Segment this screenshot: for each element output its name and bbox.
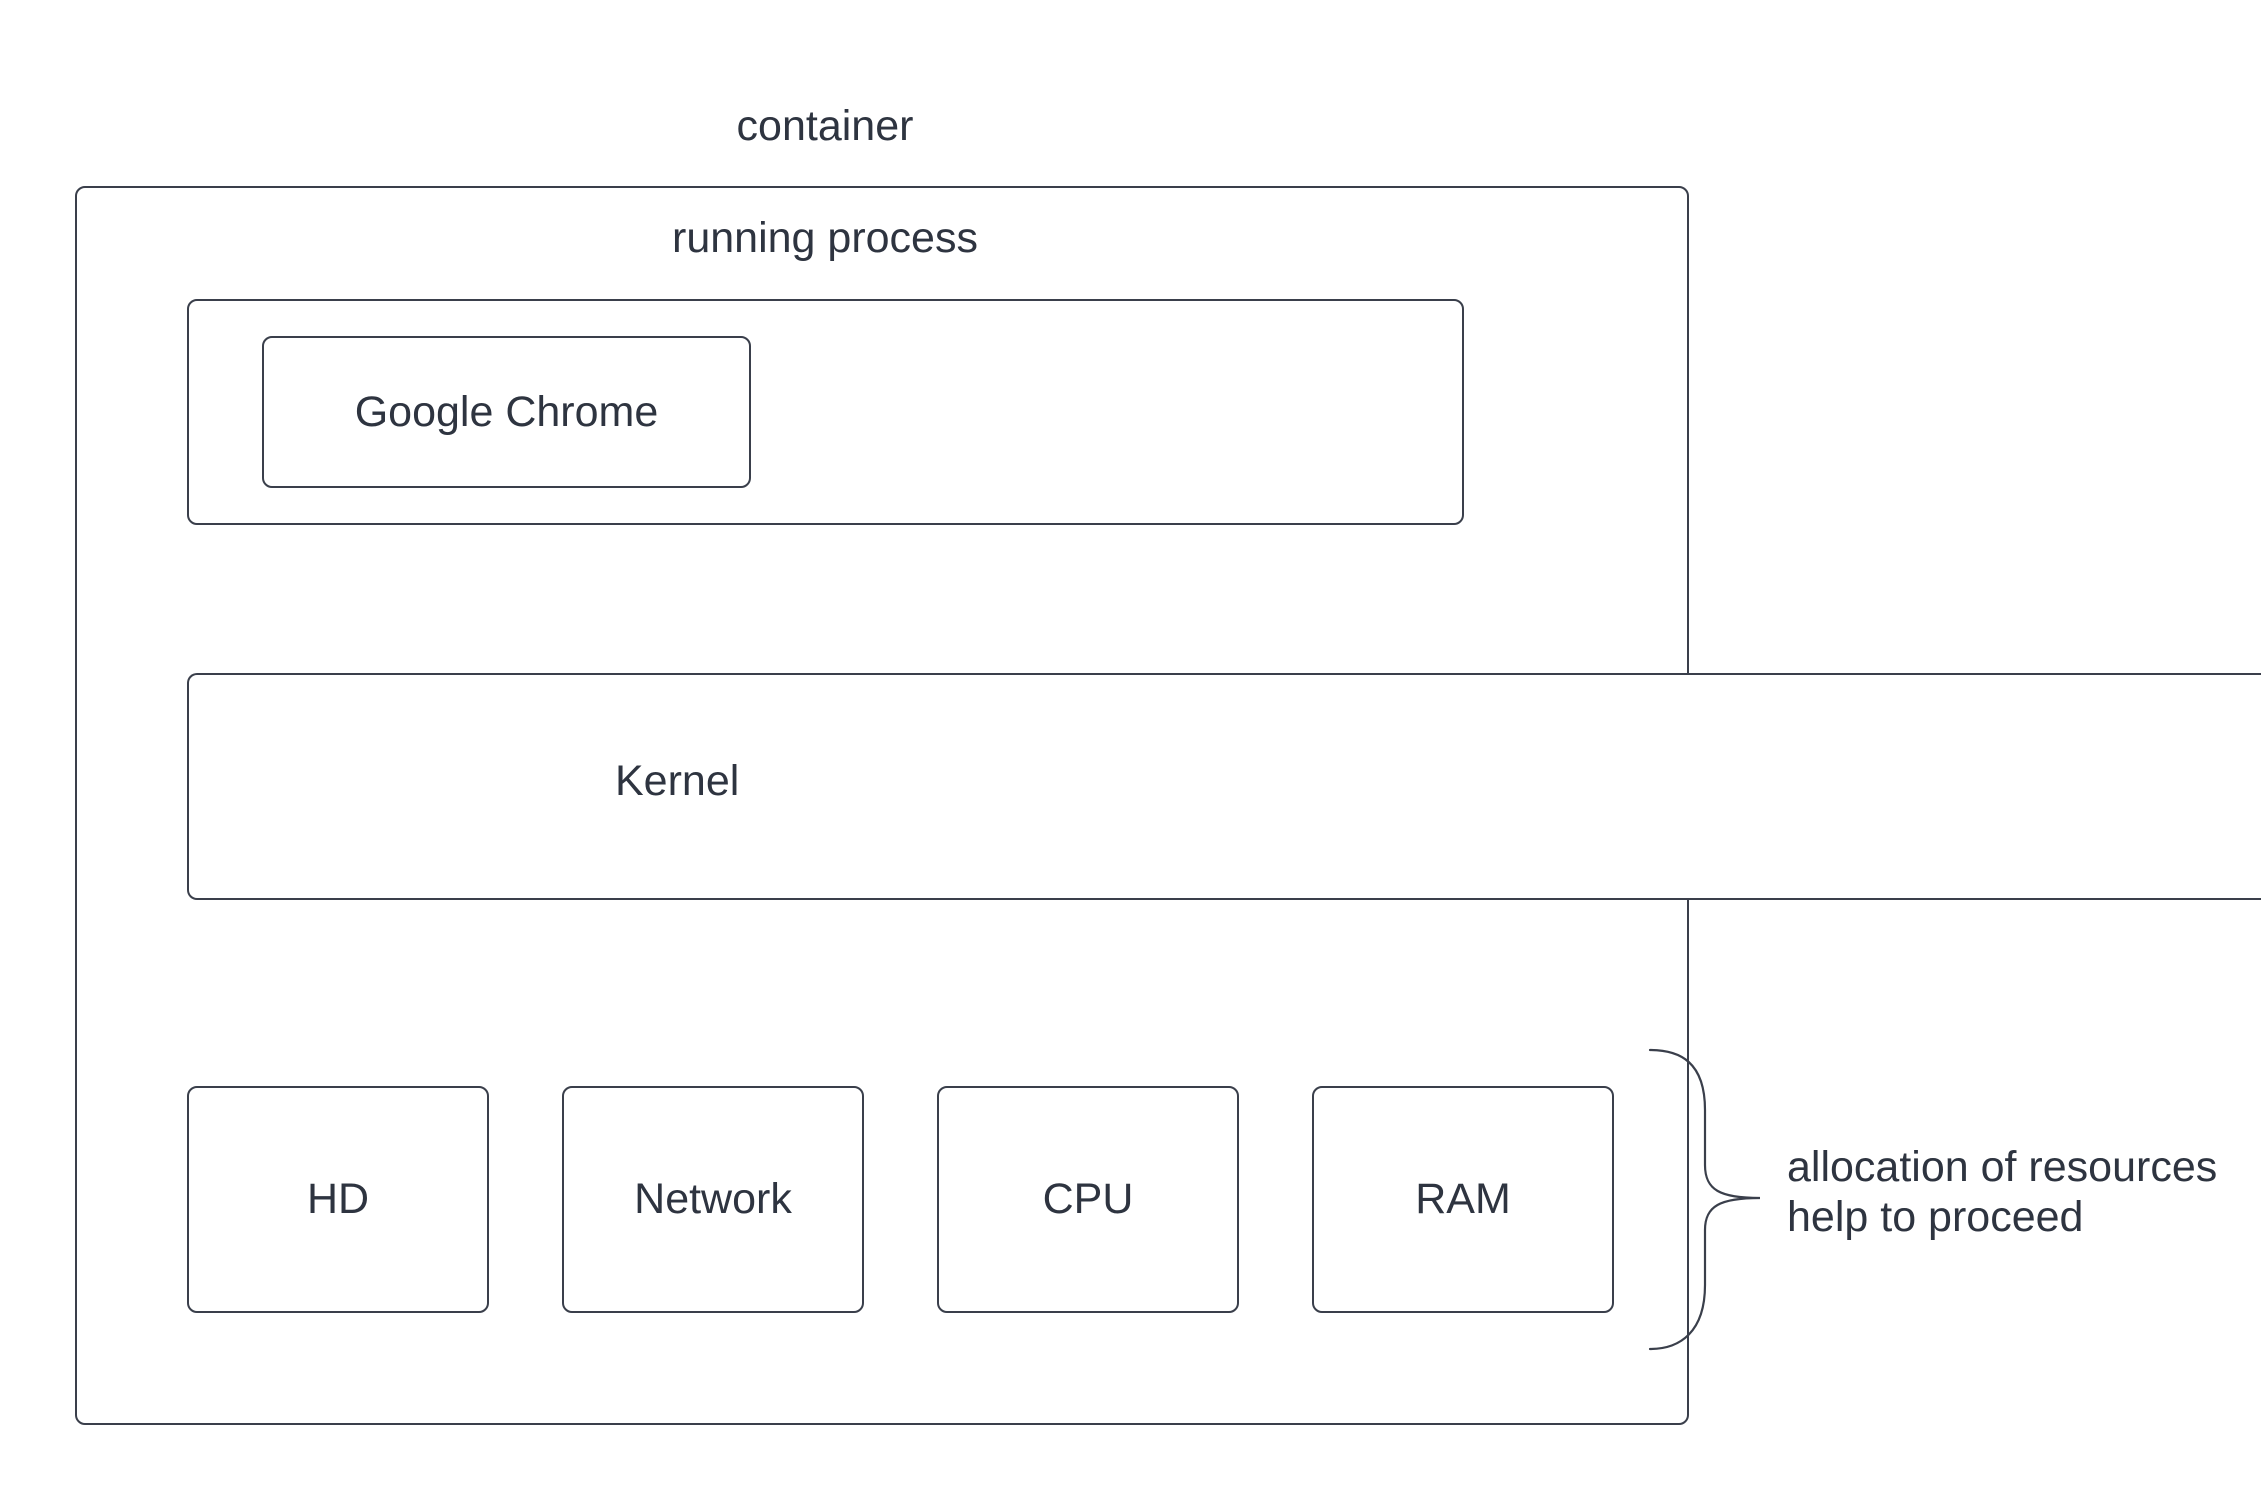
resource-hd-label: HD (306, 1175, 370, 1223)
resource-cpu-label: CPU (1042, 1175, 1134, 1223)
resource-ram-label: RAM (1415, 1175, 1511, 1223)
google-chrome-label: Google Chrome (354, 387, 659, 436)
running-process-box (187, 299, 1464, 525)
resource-network-box: Network (562, 1086, 864, 1313)
resource-cpu-box: CPU (937, 1086, 1239, 1313)
running-process-title: running process (672, 214, 978, 262)
allocation-note: allocation of resources help to proceed (1787, 1142, 2217, 1242)
curly-brace (1648, 1048, 1761, 1351)
resource-network-label: Network (634, 1175, 792, 1223)
google-chrome-box: Google Chrome (262, 336, 751, 488)
allocation-note-line-2: help to proceed (1787, 1193, 2084, 1241)
allocation-note-line-1: allocation of resources (1787, 1143, 2218, 1191)
container-title: container (736, 102, 914, 150)
resource-hd-box: HD (187, 1086, 489, 1313)
kernel-label: Kernel (615, 757, 740, 805)
resource-ram-box: RAM (1312, 1086, 1614, 1313)
kernel-box (187, 673, 2261, 900)
